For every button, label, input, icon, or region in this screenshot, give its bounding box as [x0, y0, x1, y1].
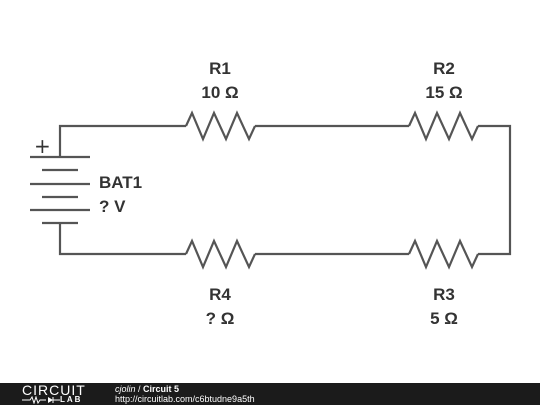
resistor-r4-symbol	[185, 238, 256, 270]
r1-name-label: R1	[209, 59, 231, 78]
footer-bar: CIRCUIT LAB cjolin / Circuit 5 http://ci…	[0, 383, 540, 405]
resistor-r2-symbol	[408, 110, 479, 142]
r4-name-label: R4	[209, 285, 231, 304]
r2-value-label: 15 Ω	[425, 83, 462, 102]
circuit-title-link[interactable]: Circuit 5	[143, 384, 180, 394]
battery-symbol	[30, 155, 90, 225]
resistor-r3-symbol	[408, 238, 479, 270]
logo-resistor-icon	[22, 396, 60, 404]
battery-name-label: BAT1	[99, 173, 142, 192]
circuitlab-logo[interactable]: CIRCUIT LAB	[0, 383, 110, 405]
r3-value-label: 5 Ω	[430, 309, 458, 328]
battery-plus-sign: +	[34, 134, 51, 158]
circuit-url-link[interactable]: http://circuitlab.com/c6btudne9a5th	[115, 394, 255, 404]
resistor-r1-symbol	[185, 110, 256, 142]
battery-value-label: ? V	[99, 197, 126, 216]
r2-name-label: R2	[433, 59, 455, 78]
footer-credit: cjolin / Circuit 5	[115, 384, 179, 394]
logo-text-lab: LAB	[60, 395, 83, 404]
credit-separator: /	[135, 384, 144, 394]
circuit-schematic: + R1 10 Ω R2 15 Ω R4 ? Ω R3 5 Ω BAT1 ? V	[30, 59, 512, 328]
logo-text-circuit: CIRCUIT	[22, 383, 86, 398]
r3-name-label: R3	[433, 285, 455, 304]
wire-right	[478, 124, 512, 256]
r4-value-label: ? Ω	[206, 309, 235, 328]
wire-bottom-left	[58, 223, 186, 256]
r1-value-label: 10 Ω	[201, 83, 238, 102]
wire-top-left	[58, 124, 186, 157]
author-link[interactable]: cjolin	[115, 384, 136, 394]
